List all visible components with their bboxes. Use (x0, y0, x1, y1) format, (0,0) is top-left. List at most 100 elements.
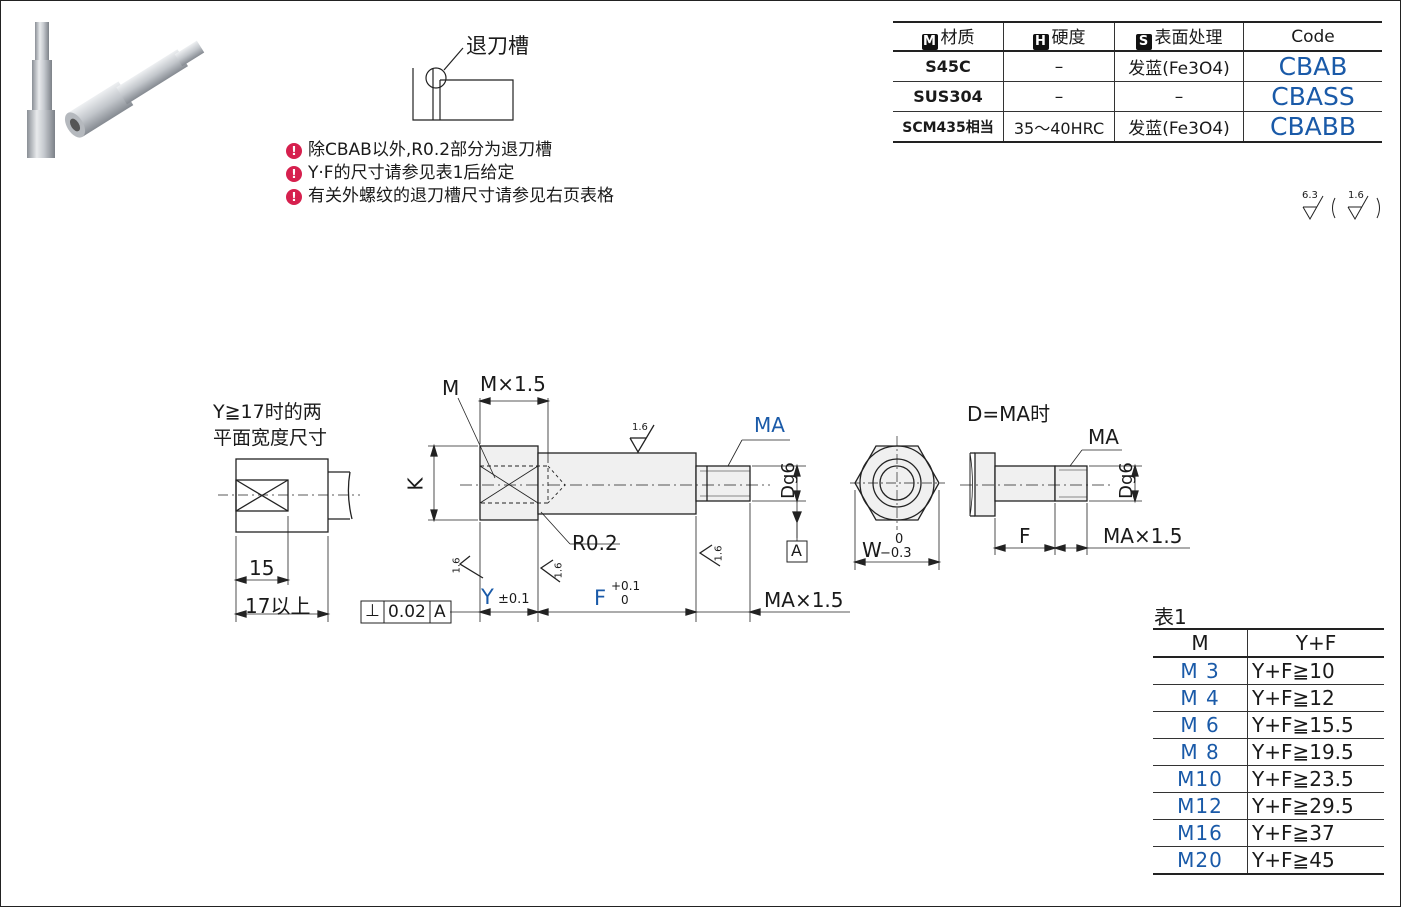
ma-depth-label: MA×1.5 (764, 588, 844, 612)
yf-cell: Y+F≧45 (1247, 846, 1384, 875)
d-label: Dg6 (777, 462, 799, 499)
datum-a-label: A (791, 541, 802, 560)
y-label: Y (481, 585, 494, 609)
rough-c-value: 1.6 (713, 545, 725, 562)
groove-detail (412, 47, 514, 121)
warning-icon: ! (286, 142, 302, 159)
note-item: ! 有关外螺纹的退刀槽尺寸请参见右页表格 (286, 185, 614, 208)
perp-datum: A (434, 602, 446, 622)
m-cell: M16 (1153, 819, 1248, 847)
r-label: R0.2 (572, 531, 618, 555)
note-text: 有关外螺纹的退刀槽尺寸请参见右页表格 (308, 186, 614, 206)
table-row: SCM435相当 35～40HRC 发蓝(Fe3O4) CBABB (893, 111, 1382, 143)
hardness-badge-icon: H (1032, 34, 1049, 50)
w-tol-upper: 0 (895, 532, 904, 547)
code-cell: CBABB (1243, 111, 1382, 143)
surface-cell: – (1114, 81, 1244, 112)
warning-icon: ! (286, 165, 302, 182)
header-code: Code (1243, 21, 1382, 52)
code-cell: CBAB (1243, 51, 1382, 82)
yf-cell: Y+F≧23.5 (1247, 765, 1384, 793)
flat-view-title-1: Y≧17时的两 (213, 401, 322, 423)
d-eq-ma-d-label: Dg6 (1115, 462, 1137, 499)
note-text: 除CBAB以外,R0.2部分为退刀槽 (308, 140, 553, 160)
material-cell: SCM435相当 (893, 111, 1004, 143)
yf-cell: Y+F≧37 (1247, 819, 1384, 847)
yf-cell: Y+F≧10 (1247, 657, 1384, 685)
m-cell: M 4 (1153, 684, 1248, 712)
table1-header-m: M (1153, 628, 1248, 658)
table1-title: 表1 (1154, 605, 1187, 629)
roughness-top-value: 1.6 (632, 422, 648, 433)
roughness-symbol-general (1302, 195, 1380, 221)
rough-a-value: 1.6 (451, 557, 463, 574)
flat-view-title-2: 平面宽度尺寸 (213, 427, 328, 449)
rough-b-value: 1.6 (553, 562, 565, 579)
surface-cell: 发蓝(Fe3O4) (1114, 111, 1244, 143)
w-tol-lower: −0.3 (880, 546, 912, 561)
perp-value: 0.02 (388, 602, 426, 622)
end-view (850, 436, 945, 570)
material-cell: S45C (893, 51, 1004, 82)
hardness-cell: – (1003, 51, 1115, 82)
material-badge-icon: M (921, 34, 938, 50)
d-eq-ma-view (960, 449, 1190, 555)
d-eq-ma-f-label: F (1019, 524, 1031, 548)
m-cell: M 6 (1153, 711, 1248, 739)
flat-width-dim: 15 (249, 556, 275, 580)
product-photo (27, 22, 205, 158)
warning-icon: ! (286, 188, 302, 205)
m-cell: M 3 (1153, 657, 1248, 685)
note-item: ! Y·F的尺寸请参见表1后给定 (286, 162, 614, 185)
perp-symbol: ⊥ (365, 601, 380, 621)
f-label: F (594, 586, 607, 610)
yf-cell: Y+F≧15.5 (1247, 711, 1384, 739)
header-label: 硬度 (1051, 28, 1086, 48)
m-cell: M20 (1153, 846, 1248, 875)
w-label: W (862, 538, 882, 562)
k-label: K (403, 477, 428, 491)
header-label: 材质 (940, 28, 975, 48)
header-label: 表面处理 (1154, 28, 1223, 48)
d-eq-ma-ma-label: MA (1088, 425, 1119, 449)
table-row: SUS304 – – CBASS (893, 81, 1382, 112)
roughness-specified-value: 1.6 (1348, 190, 1364, 201)
m-cell: M12 (1153, 792, 1248, 820)
m-label: M (442, 376, 460, 400)
roughness-general-value: 6.3 (1302, 190, 1318, 201)
hardness-cell: 35～40HRC (1003, 111, 1115, 143)
f-tol-lower: 0 (621, 593, 629, 607)
code-cell: CBASS (1243, 81, 1382, 112)
material-cell: SUS304 (893, 81, 1004, 112)
groove-label: 退刀槽 (466, 34, 529, 58)
d-eq-ma-depth: MA×1.5 (1103, 524, 1183, 548)
flat-view (218, 458, 360, 622)
table1-header-yf: Y+F (1247, 628, 1384, 658)
d-eq-ma-title: D=MA时 (967, 402, 1051, 426)
m-depth-label: M×1.5 (480, 372, 546, 396)
m-cell: M 8 (1153, 738, 1248, 766)
m-cell: M10 (1153, 765, 1248, 793)
ma-label: MA (754, 413, 785, 437)
note-text: Y·F的尺寸请参见表1后给定 (308, 163, 515, 183)
yf-cell: Y+F≧19.5 (1247, 738, 1384, 766)
yf-cell: Y+F≧12 (1247, 684, 1384, 712)
surface-badge-icon: S (1135, 34, 1152, 50)
yf-cell: Y+F≧29.5 (1247, 792, 1384, 820)
main-view (360, 397, 850, 624)
f-tol-upper: +0.1 (611, 579, 641, 593)
notes-list: ! 除CBAB以外,R0.2部分为退刀槽 ! Y·F的尺寸请参见表1后给定 ! 有关外… (286, 139, 614, 208)
y-tol: ±0.1 (498, 592, 530, 607)
